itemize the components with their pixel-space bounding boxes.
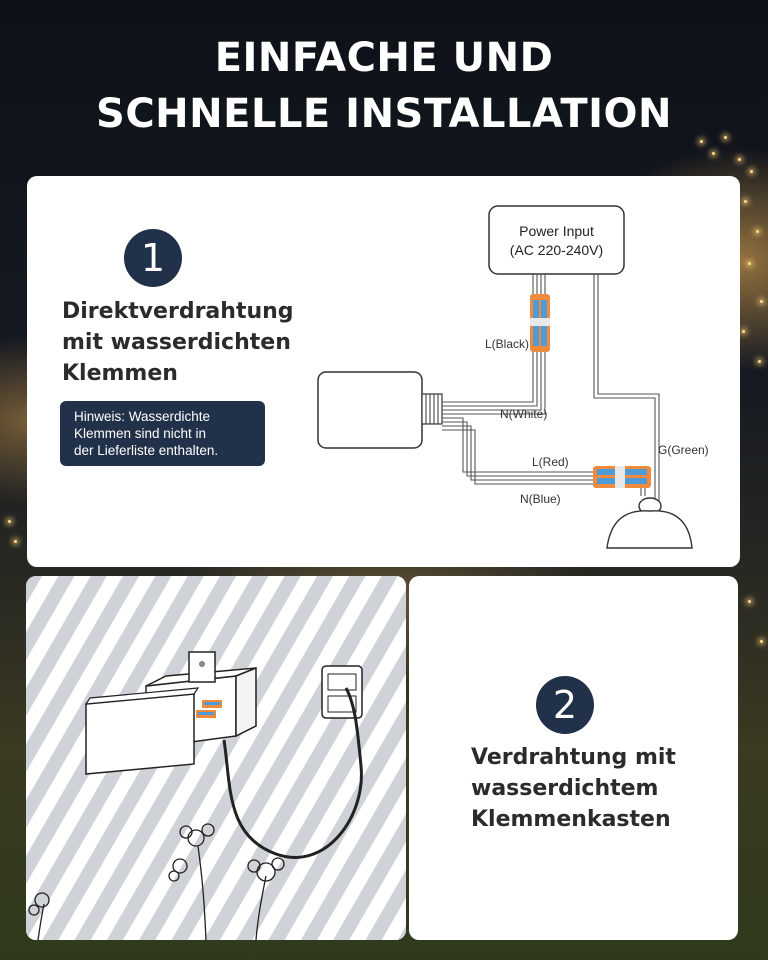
step1-card: 1 Direktverdrahtung mit wasserdichten Kl… [27,176,740,567]
junction-box-illustration [26,576,406,940]
step2-card: 2 Verdrahtung mit wasserdichtem Klemmenk… [409,576,738,940]
title-line-1: EINFACHE UND [214,35,554,81]
power-input-voltage: (AC 220-240V) [510,242,603,258]
step2-heading-line: Klemmenkasten [471,807,671,832]
step1-note-badge: Hinweis: Wasserdichte Klemmen sind nicht… [60,401,265,466]
power-input-label: Power Input [519,223,594,239]
wago-connector-horizontal [593,466,651,488]
note-line: Hinweis: Wasserdichte [74,409,211,424]
driver-box [317,371,423,449]
lamp-shade [606,497,693,549]
step1-number-badge: 1 [124,229,182,287]
wago-connector-vertical [530,294,550,352]
step2-heading: Verdrahtung mit wasserdichtem Klemmenkas… [471,742,676,835]
step2-heading-line: wasserdichtem [471,776,659,801]
step2-heading-line: Verdrahtung mit [471,745,676,770]
step2-number-badge: 2 [536,676,594,734]
step1-heading-line: Direktverdrahtung [62,299,294,324]
label-black-wire: L(Black) [485,337,529,351]
title-line-2: SCHNELLE INSTALLATION [96,91,672,137]
wiring-diagram: Power Input (AC 220-240V) [317,205,709,549]
label-green-wire: G(Green) [658,443,709,457]
label-blue-wire: N(Blue) [520,492,561,506]
note-line: Klemmen sind nicht in [74,426,207,441]
note-line: der Lieferliste enthalten. [74,443,219,458]
power-input-box [488,205,625,275]
label-red-wire: L(Red) [532,455,569,469]
cable-gland [421,393,443,425]
step1-heading-line: mit wasserdichten [62,330,291,355]
step1-heading: Direktverdrahtung mit wasserdichten Klem… [62,296,294,389]
label-white-wire: N(White) [500,407,547,421]
step1-heading-line: Klemmen [62,361,178,386]
step2-illustration [26,576,406,940]
page-title: EINFACHE UND SCHNELLE INSTALLATION [0,30,768,142]
